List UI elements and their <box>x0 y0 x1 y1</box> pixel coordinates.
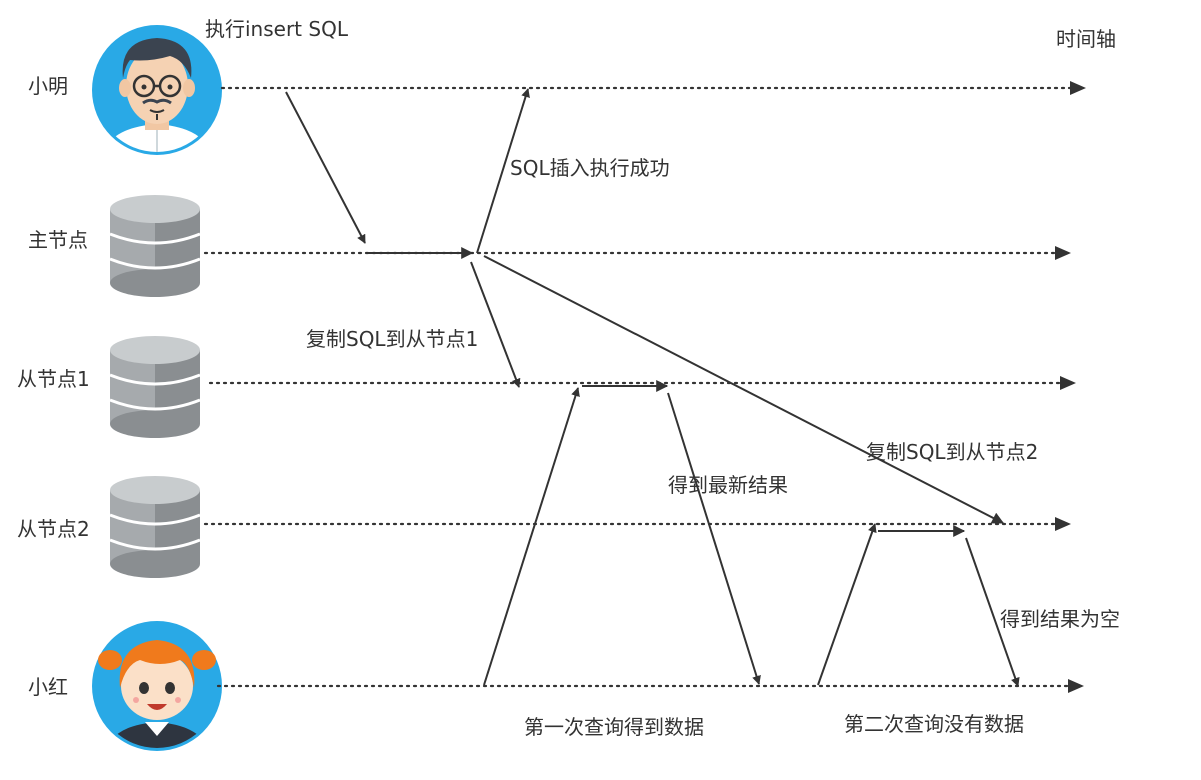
arrow-empty-result <box>965 537 1020 687</box>
annotation-second-query: 第二次查询没有数据 <box>844 712 1024 736</box>
database-icon-master <box>109 195 201 297</box>
arrow-latest-result <box>667 392 761 685</box>
label-xiaoming: 小明 <box>28 74 68 98</box>
label-slave1: 从节点1 <box>17 367 90 391</box>
annotation-exec-insert: 执行insert SQL <box>205 17 349 41</box>
database-icon-slave2 <box>109 476 201 578</box>
boy-avatar-icon <box>92 25 222 155</box>
lane-master-arrowhead <box>1055 246 1071 260</box>
arrow-success-to-xiaoming <box>476 88 530 254</box>
lane-xiaohong-arrowhead <box>1068 679 1084 693</box>
lane-xiaoming-arrowhead <box>1070 81 1086 95</box>
annotation-latest-result: 得到最新结果 <box>668 473 788 497</box>
arrow-insert-to-master <box>285 91 366 244</box>
lane-slave2-arrowhead <box>1055 517 1071 531</box>
arrow-replicate-slave1 <box>470 261 521 388</box>
label-master: 主节点 <box>28 228 88 252</box>
annotation-empty-result: 得到结果为空 <box>1000 607 1120 631</box>
time-axis-label: 时间轴 <box>1056 27 1116 51</box>
annotation-first-query: 第一次查询得到数据 <box>524 715 704 739</box>
arrow-first-query <box>483 387 580 686</box>
girl-avatar-icon <box>92 621 222 751</box>
arrow-replicate-slave2 <box>483 255 1005 524</box>
annotation-replicate-slave1: 复制SQL到从节点1 <box>306 327 478 351</box>
annotation-replicate-slave2: 复制SQL到从节点2 <box>866 440 1038 464</box>
label-slave2: 从节点2 <box>17 517 90 541</box>
lane-slave1-arrowhead <box>1060 376 1076 390</box>
label-xiaohong: 小红 <box>28 675 68 699</box>
annotation-insert-success: SQL插入执行成功 <box>510 156 670 180</box>
database-icon-slave1 <box>109 336 201 438</box>
arrow-second-query <box>817 523 877 686</box>
